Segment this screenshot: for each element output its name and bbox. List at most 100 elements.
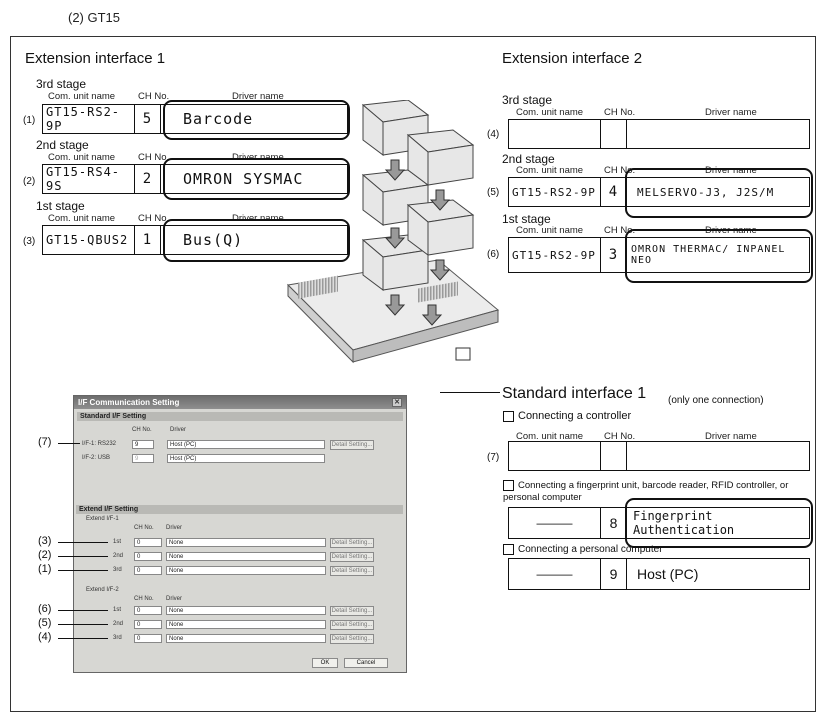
ch-no: 4 — [601, 178, 627, 206]
col-hdr-ch: CH No. — [138, 91, 169, 102]
ext-if-section: Extend I/F Setting — [76, 505, 403, 514]
checkbox-icon — [503, 411, 514, 422]
ext1-2nd-driver[interactable]: None — [166, 552, 326, 561]
ext2-2nd-ch[interactable]: 0 — [134, 620, 162, 629]
leader-line — [58, 638, 108, 639]
callout-6: (6) — [487, 249, 499, 260]
unit-name: GT15-RS2-9P — [43, 105, 135, 133]
col-driver-label: Driver — [170, 427, 186, 433]
callout-3: (3) — [23, 236, 35, 247]
stage-label: 3rd — [113, 567, 122, 573]
col-hdr-unit: Com. unit name — [516, 165, 583, 176]
col-hdr-unit: Com. unit name — [48, 91, 115, 102]
ext2-stage-1: 1st stage — [502, 212, 551, 226]
highlight-oval — [625, 498, 813, 548]
if1-ch-select[interactable]: 9 — [132, 440, 154, 449]
callout-4: (4) — [487, 129, 499, 140]
col-hdr-unit: Com. unit name — [516, 225, 583, 236]
col-ch-label: CH No. — [134, 525, 154, 531]
gt15-unit-illustration — [268, 100, 508, 390]
ext1-stage-1: 1st stage — [36, 199, 85, 213]
if-communication-dialog: I/F Communication Setting ✕ Standard I/F… — [73, 395, 407, 673]
leader-line — [440, 392, 500, 393]
leader-line — [58, 570, 108, 571]
stage-label: 3rd — [113, 635, 122, 641]
ext2-1st-ch[interactable]: 0 — [134, 606, 162, 615]
section-title: (2) GT15 — [68, 10, 120, 25]
dialog-titlebar: I/F Communication Setting ✕ — [74, 396, 406, 409]
ext1-3rd-driver[interactable]: None — [166, 566, 326, 575]
ext1-3rd-ch[interactable]: 0 — [134, 566, 162, 575]
ext1-stage-3: 3rd stage — [36, 77, 86, 91]
unit-name: ——— — [509, 559, 601, 589]
driver-name — [627, 120, 809, 148]
cancel-button[interactable]: Cancel — [344, 658, 388, 668]
ext1-group-label: Extend I/F-1 — [86, 516, 119, 522]
if2-label: I/F-2: USB — [82, 455, 110, 461]
col-hdr-unit: Com. unit name — [516, 107, 583, 118]
driver-name: Host (PC) — [627, 559, 809, 589]
leader-line — [58, 556, 108, 557]
std-title: Standard interface 1 — [502, 385, 646, 403]
col-driver-label: Driver — [166, 596, 182, 602]
close-icon[interactable]: ✕ — [392, 398, 402, 407]
driver-name — [627, 442, 809, 470]
detail-setting-button[interactable]: Detail Setting... — [330, 552, 374, 562]
ch-no — [601, 120, 627, 148]
callout-7: (7) — [487, 452, 499, 463]
callout-5: (5) — [38, 617, 51, 629]
callout-1: (1) — [38, 563, 51, 575]
ext2-2nd-driver[interactable]: None — [166, 620, 326, 629]
if1-driver-select[interactable]: Host (PC) — [167, 440, 325, 449]
detail-setting-button[interactable]: Detail Setting... — [330, 440, 374, 450]
detail-setting-button[interactable]: Detail Setting... — [330, 606, 374, 616]
ext1-1st-ch[interactable]: 0 — [134, 538, 162, 547]
leader-line — [58, 610, 108, 611]
col-ch-label: CH No. — [134, 596, 154, 602]
std-row-pc: ——— 9 Host (PC) — [508, 558, 810, 590]
highlight-oval — [625, 168, 813, 218]
callout-6: (6) — [38, 603, 51, 615]
if1-label: I/F-1: RS232 — [82, 441, 116, 447]
checkbox-icon — [503, 480, 514, 491]
callout-5: (5) — [487, 187, 499, 198]
callout-2: (2) — [23, 176, 35, 187]
detail-setting-button[interactable]: Detail Setting... — [330, 566, 374, 576]
opt-controller: Connecting a controller — [503, 410, 631, 422]
callout-2: (2) — [38, 549, 51, 561]
if2-driver-select[interactable]: Host (PC) — [167, 454, 325, 463]
detail-setting-button[interactable]: Detail Setting... — [330, 634, 374, 644]
opt-label: Connecting a personal computer — [518, 544, 663, 555]
ext2-row-3rd — [508, 119, 810, 149]
ext2-3rd-driver[interactable]: None — [166, 634, 326, 643]
detail-setting-button[interactable]: Detail Setting... — [330, 620, 374, 630]
ch-no: 2 — [135, 165, 161, 193]
opt-label: Connecting a controller — [518, 410, 631, 422]
ch-no: 8 — [601, 508, 627, 538]
ext1-1st-driver[interactable]: None — [166, 538, 326, 547]
checkbox-icon — [503, 544, 514, 555]
detail-setting-button[interactable]: Detail Setting... — [330, 538, 374, 548]
stage-label: 1st — [113, 607, 121, 613]
highlight-oval — [625, 229, 813, 283]
callout-1: (1) — [23, 115, 35, 126]
ext2-3rd-ch[interactable]: 0 — [134, 634, 162, 643]
ok-button[interactable]: OK — [312, 658, 338, 668]
leader-line — [58, 542, 108, 543]
ch-no — [601, 442, 627, 470]
if2-ch-select[interactable]: 9 — [132, 454, 154, 463]
unit-name: GT15-RS4-9S — [43, 165, 135, 193]
ext1-2nd-ch[interactable]: 0 — [134, 552, 162, 561]
opt-pc: Connecting a personal computer — [503, 544, 663, 555]
leader-line — [58, 624, 108, 625]
ch-no: 3 — [601, 238, 627, 272]
ch-no: 9 — [601, 559, 627, 589]
std-note: (only one connection) — [668, 395, 764, 406]
ext2-1st-driver[interactable]: None — [166, 606, 326, 615]
ext1-title: Extension interface 1 — [25, 50, 165, 67]
callout-7: (7) — [38, 436, 51, 448]
unit-name: GT15-QBUS2 — [43, 226, 135, 254]
col-driver-label: Driver — [166, 525, 182, 531]
callout-4: (4) — [38, 631, 51, 643]
col-hdr-ch: CH No. — [604, 107, 635, 118]
